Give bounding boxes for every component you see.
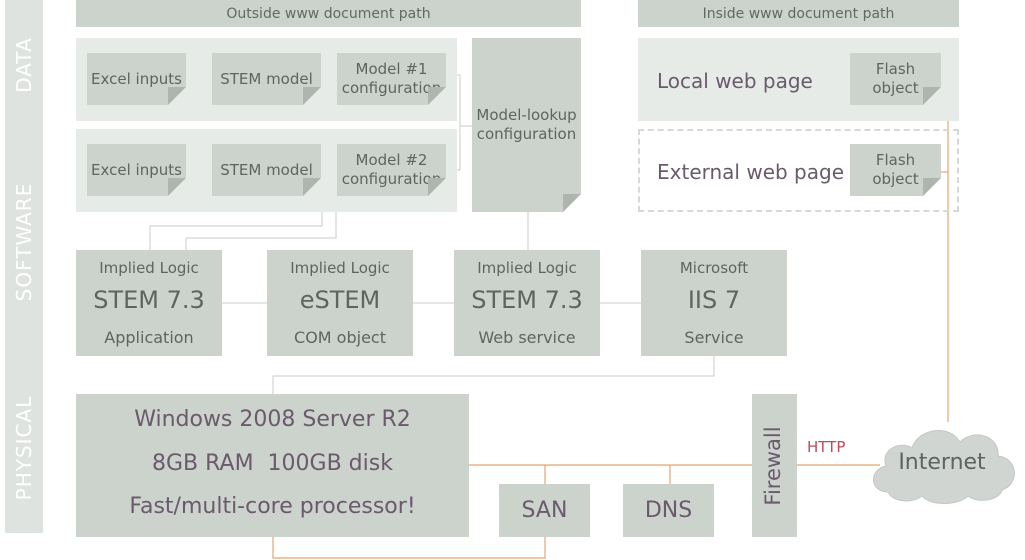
http-label: HTTP: [807, 438, 846, 456]
estem-vendor: Implied Logic: [290, 259, 390, 277]
excel-inputs-1: Excel inputs: [87, 53, 186, 105]
server-processor: Fast/multi-core processor!: [129, 494, 416, 519]
stem-web-service-vendor: Implied Logic: [477, 259, 577, 277]
flash-object-2: Flash object: [850, 144, 941, 196]
stem-model-2: STEM model: [212, 144, 321, 196]
firewall-label: Firewall: [761, 426, 785, 506]
excel-inputs-2: Excel inputs: [87, 144, 186, 196]
model-lookup-configuration: Model-lookup configuration: [472, 38, 581, 212]
stem-application: Implied Logic STEM 7.3 Application: [76, 250, 222, 356]
iis-name: IIS 7: [687, 286, 741, 314]
header-outside-www: Outside www document path: [76, 0, 581, 27]
server-os: Windows 2008 Server R2: [134, 407, 411, 432]
server-memory-disk: 8GB RAM 100GB disk: [152, 451, 393, 476]
estem-name: eSTEM: [299, 286, 381, 314]
external-web-page-label: External web page: [657, 160, 845, 184]
iis-type: Service: [684, 328, 744, 347]
stem-application-vendor: Implied Logic: [99, 259, 199, 277]
estem-com-object: Implied Logic eSTEM COM object: [267, 250, 413, 356]
dns-box: DNS: [623, 484, 714, 537]
stem-model-1: STEM model: [212, 53, 321, 105]
internet-cloud-icon: [873, 430, 1015, 504]
stem-web-service: Implied Logic STEM 7.3 Web service: [454, 250, 600, 356]
stem-application-name: STEM 7.3: [93, 286, 205, 314]
stem-web-service-type: Web service: [478, 328, 576, 347]
iis-service: Microsoft IIS 7 Service: [641, 250, 787, 356]
flash-object-1: Flash object: [850, 53, 941, 105]
layer-band: [5, 0, 43, 533]
model2-configuration: Model #2 configuration: [337, 144, 446, 196]
windows-server: Windows 2008 Server R2 8GB RAM 100GB dis…: [76, 394, 469, 537]
san-box: SAN: [499, 484, 590, 537]
stem-web-service-name: STEM 7.3: [471, 286, 583, 314]
stem-application-type: Application: [104, 328, 194, 347]
model1-configuration: Model #1 configuration: [337, 53, 446, 105]
external-web-page-panel: [638, 129, 959, 212]
iis-vendor: Microsoft: [679, 259, 749, 277]
estem-type: COM object: [294, 328, 386, 347]
local-web-page-label: Local web page: [657, 69, 813, 93]
header-inside-www: Inside www document path: [638, 0, 959, 27]
firewall-box: Firewall: [752, 394, 797, 537]
internet-label: Internet: [898, 450, 986, 475]
